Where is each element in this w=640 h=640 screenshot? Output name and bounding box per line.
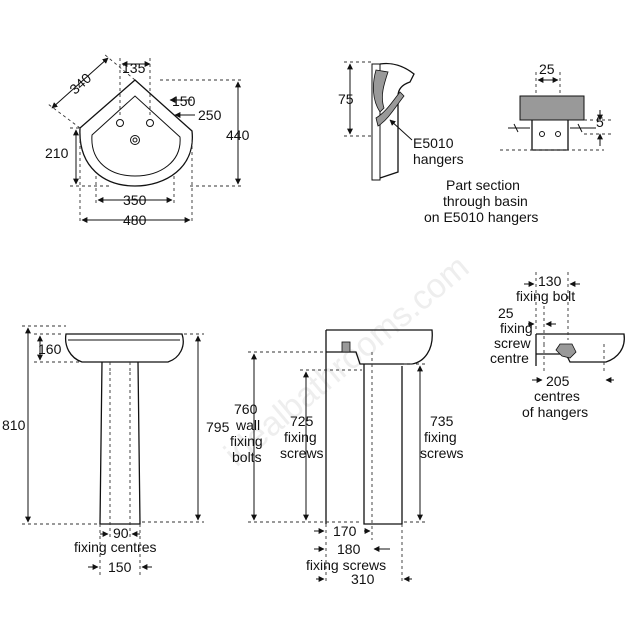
dim-725: 725 (290, 413, 314, 429)
wall-label: wall (235, 417, 260, 433)
dim-795: 795 (206, 419, 230, 435)
dim-150-pedestal: 150 (108, 559, 132, 575)
dim-180: 180 (337, 541, 361, 557)
dim-75: 75 (338, 91, 354, 107)
dim-160: 160 (38, 341, 62, 357)
dim-810: 810 (2, 417, 26, 433)
dim-250: 250 (198, 107, 222, 123)
dim-130: 130 (538, 273, 562, 289)
corner-basin-plan (47, 53, 244, 224)
section-caption-line2: through basin (443, 193, 528, 209)
dim-150: 150 (172, 93, 196, 109)
dim-205: 205 (546, 373, 570, 389)
dim-135: 135 (122, 60, 146, 76)
dim-350: 350 (123, 192, 147, 208)
rear-fixing-detail (524, 272, 625, 383)
dim-25-hanger: 25 (539, 61, 555, 77)
dim-735: 735 (430, 413, 454, 429)
hanger-label-line1: E5010 (413, 135, 454, 151)
side-elevation (248, 329, 433, 584)
hanger-label-line2: hangers (413, 151, 464, 167)
centre-label: centre (490, 350, 529, 366)
bolts-label: bolts (232, 449, 262, 465)
screws-label-1: screws (280, 445, 324, 461)
front-elevation (22, 325, 204, 576)
fixing-label-3: fixing (424, 429, 457, 445)
basin-section (344, 61, 415, 181)
fixing-bolt-label: fixing bolt (516, 288, 575, 304)
dim-440: 440 (226, 127, 250, 143)
dim-170: 170 (333, 523, 357, 539)
fixing-label-2: fixing (284, 429, 317, 445)
screw-label: screw (494, 335, 531, 351)
section-caption-line1: Part section (446, 177, 520, 193)
fixing-screws-label: fixing screws (306, 557, 386, 573)
fixing-label-1: fixing (230, 433, 263, 449)
dim-25-screw: 25 (498, 305, 514, 321)
of-hangers-label: of hangers (522, 404, 588, 420)
screws-label-2: screws (420, 445, 464, 461)
section-caption-line3: on E5010 hangers (424, 209, 538, 225)
dim-480: 480 (123, 212, 147, 228)
dim-5: 5 (596, 114, 604, 130)
dim-90: 90 (113, 525, 129, 541)
fixing-centres-label: fixing centres (74, 539, 156, 555)
dim-210: 210 (45, 145, 69, 161)
dim-760: 760 (234, 401, 258, 417)
centres-label: centres (534, 388, 580, 404)
dim-310: 310 (351, 571, 375, 587)
fixing-label-4: fixing (500, 320, 533, 336)
hanger-detail (500, 72, 612, 151)
